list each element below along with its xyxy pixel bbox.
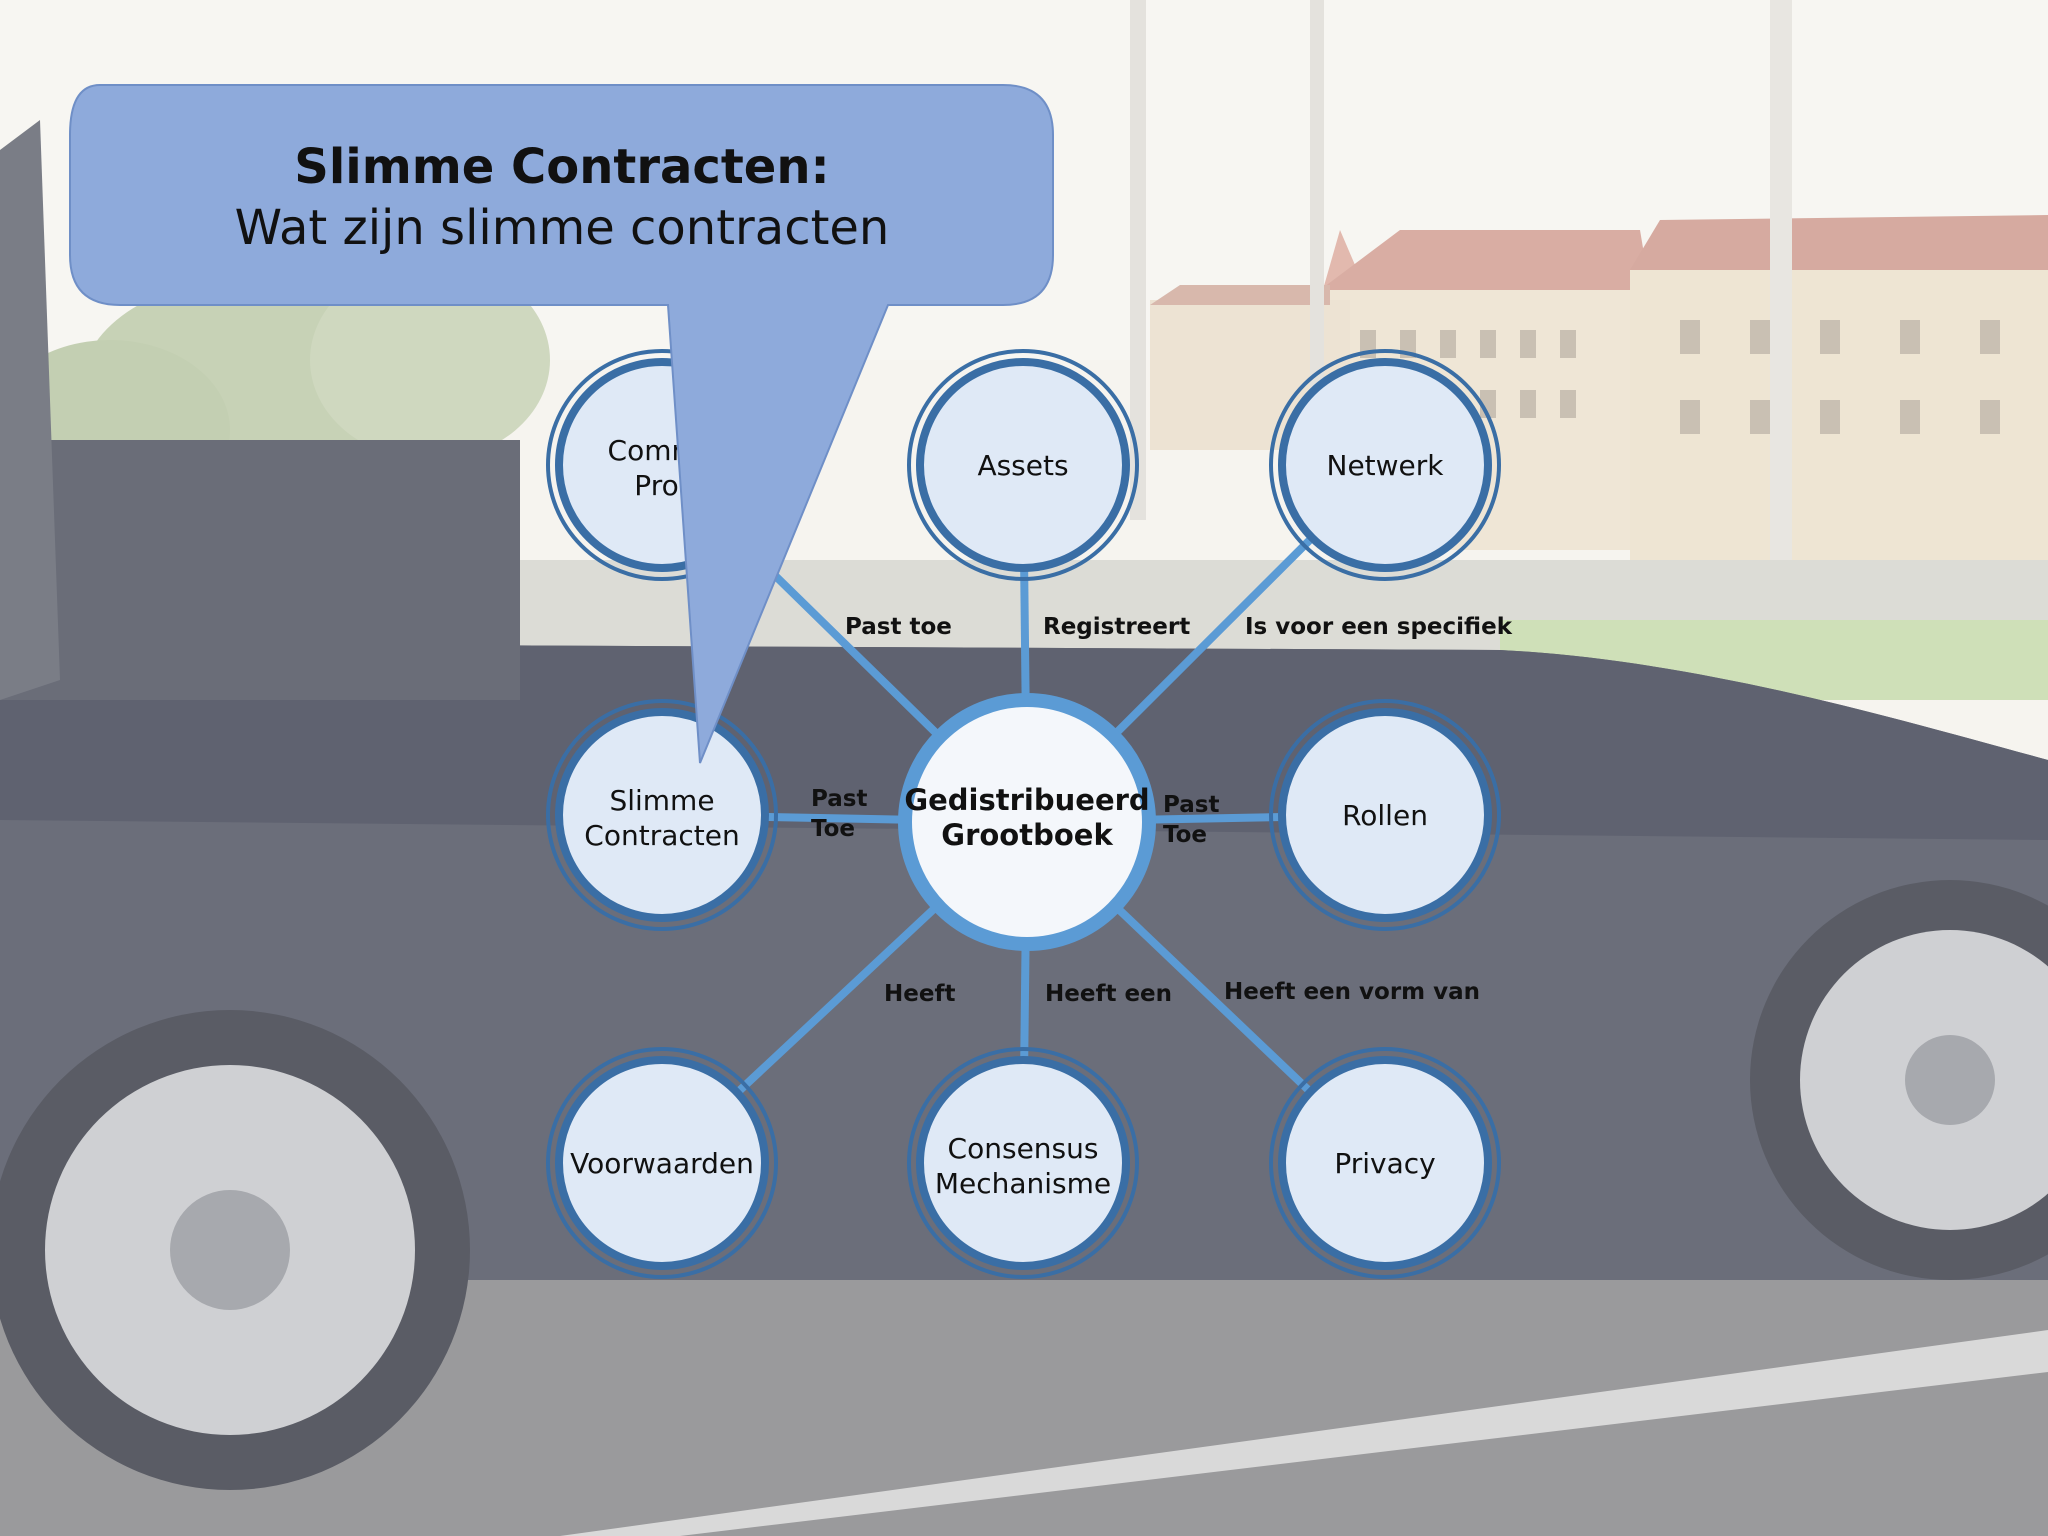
node-consensus-line2: Mechanisme [935,1167,1111,1200]
callout-title: Slimme Contracten: [294,139,829,195]
node-slimme-contracten-line2: Contracten [584,819,739,852]
node-rollen-line1: Rollen [1342,799,1428,832]
center-line1: Gedistribueerd [904,783,1149,817]
edge-label-past-toe: Past toe [845,614,952,640]
node-assets: Assets [907,349,1139,581]
node-netwerk: Netwerk [1269,349,1501,581]
edge-label-past-toe-left-2: Toe [811,816,855,842]
node-netwerk-line1: Netwerk [1326,449,1444,482]
callout-subtitle: Wat zijn slimme contracten [235,200,890,256]
edge-label-is-voor-een-specifiek: Is voor een specifiek [1245,614,1513,640]
center-line2: Grootboek [941,818,1113,852]
node-assets-line1: Assets [977,449,1068,482]
node-voorwaarden-line1: Voorwaarden [570,1147,754,1180]
node-consensus: Consensus Mechanisme [907,1047,1139,1279]
edge-label-past-toe-right-2: Toe [1163,822,1207,848]
callout-bubble: Slimme Contracten: Wat zijn slimme contr… [69,84,1054,764]
edge-label-heeft-een: Heeft een [1045,981,1172,1007]
edge-label-heeft-een-vorm-van: Heeft een vorm van [1224,979,1480,1005]
node-privacy-line1: Privacy [1334,1147,1435,1180]
center-node: Gedistribueerd Grootboek [898,693,1156,951]
edge-label-past-toe-right-1: Past [1163,792,1219,818]
node-privacy: Privacy [1269,1047,1501,1279]
node-rollen: Rollen [1269,699,1501,931]
edge-label-past-toe-left-1: Past [811,786,867,812]
node-voorwaarden: Voorwaarden [546,1047,778,1279]
edge-label-heeft: Heeft [884,981,955,1007]
node-slimme-contracten-line1: Slimme [609,784,714,817]
node-consensus-line1: Consensus [948,1132,1099,1165]
edge-label-registreert: Registreert [1043,614,1190,640]
node-slimme-contracten: Slimme Contracten [546,699,778,931]
